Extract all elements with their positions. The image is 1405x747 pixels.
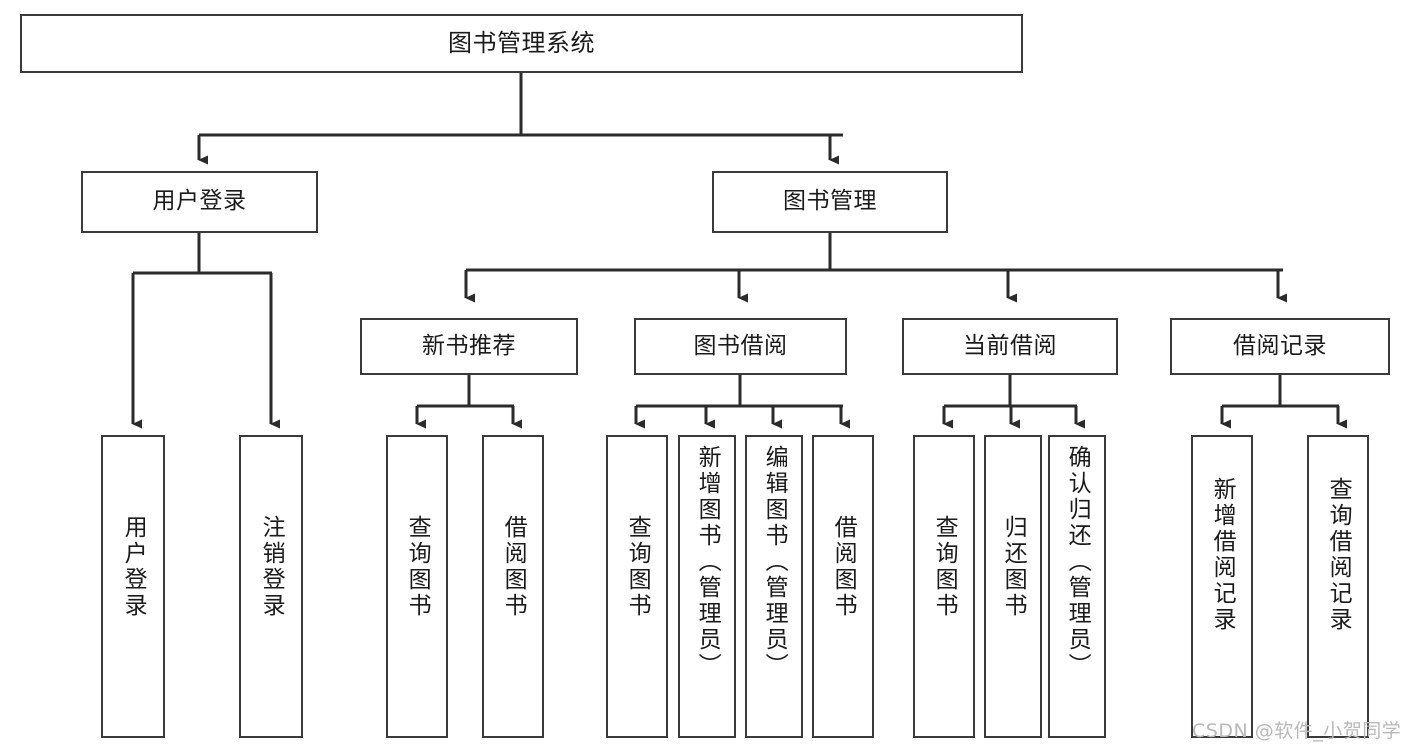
node-leaf-borrow-book-2[interactable]: 借阅图书 xyxy=(812,435,874,738)
node-leaf-return-book[interactable]: 归还图书 xyxy=(984,435,1042,738)
node-leaf-query-record[interactable]: 查询借阅记录 xyxy=(1307,435,1369,738)
node-borrow-record[interactable]: 借阅记录 xyxy=(1170,318,1390,375)
node-leaf-user-logout[interactable]: 注销登录 xyxy=(239,435,303,738)
node-book-borrow[interactable]: 图书借阅 xyxy=(634,318,847,375)
node-leaf-user-login[interactable]: 用户登录 xyxy=(101,435,165,738)
node-leaf-query-book-1[interactable]: 查询图书 xyxy=(386,435,448,738)
node-new-book-rec[interactable]: 新书推荐 xyxy=(360,318,578,375)
node-leaf-query-book-2[interactable]: 查询图书 xyxy=(606,435,668,738)
node-leaf-query-book-3[interactable]: 查询图书 xyxy=(913,435,975,738)
node-leaf-add-book[interactable]: 新增图书（管理员） xyxy=(678,435,736,738)
node-root[interactable]: 图书管理系统 xyxy=(20,14,1023,73)
node-user-login[interactable]: 用户登录 xyxy=(81,171,318,233)
node-leaf-confirm-return[interactable]: 确认归还（管理员） xyxy=(1048,435,1106,738)
node-book-manage[interactable]: 图书管理 xyxy=(712,171,948,233)
node-leaf-borrow-book-1[interactable]: 借阅图书 xyxy=(482,435,544,738)
node-leaf-edit-book[interactable]: 编辑图书（管理员） xyxy=(745,435,803,738)
node-current-borrow[interactable]: 当前借阅 xyxy=(902,318,1118,375)
node-leaf-add-record[interactable]: 新增借阅记录 xyxy=(1191,435,1253,738)
csdn-watermark: CSDN @软件_小贺同学 xyxy=(1192,720,1402,742)
